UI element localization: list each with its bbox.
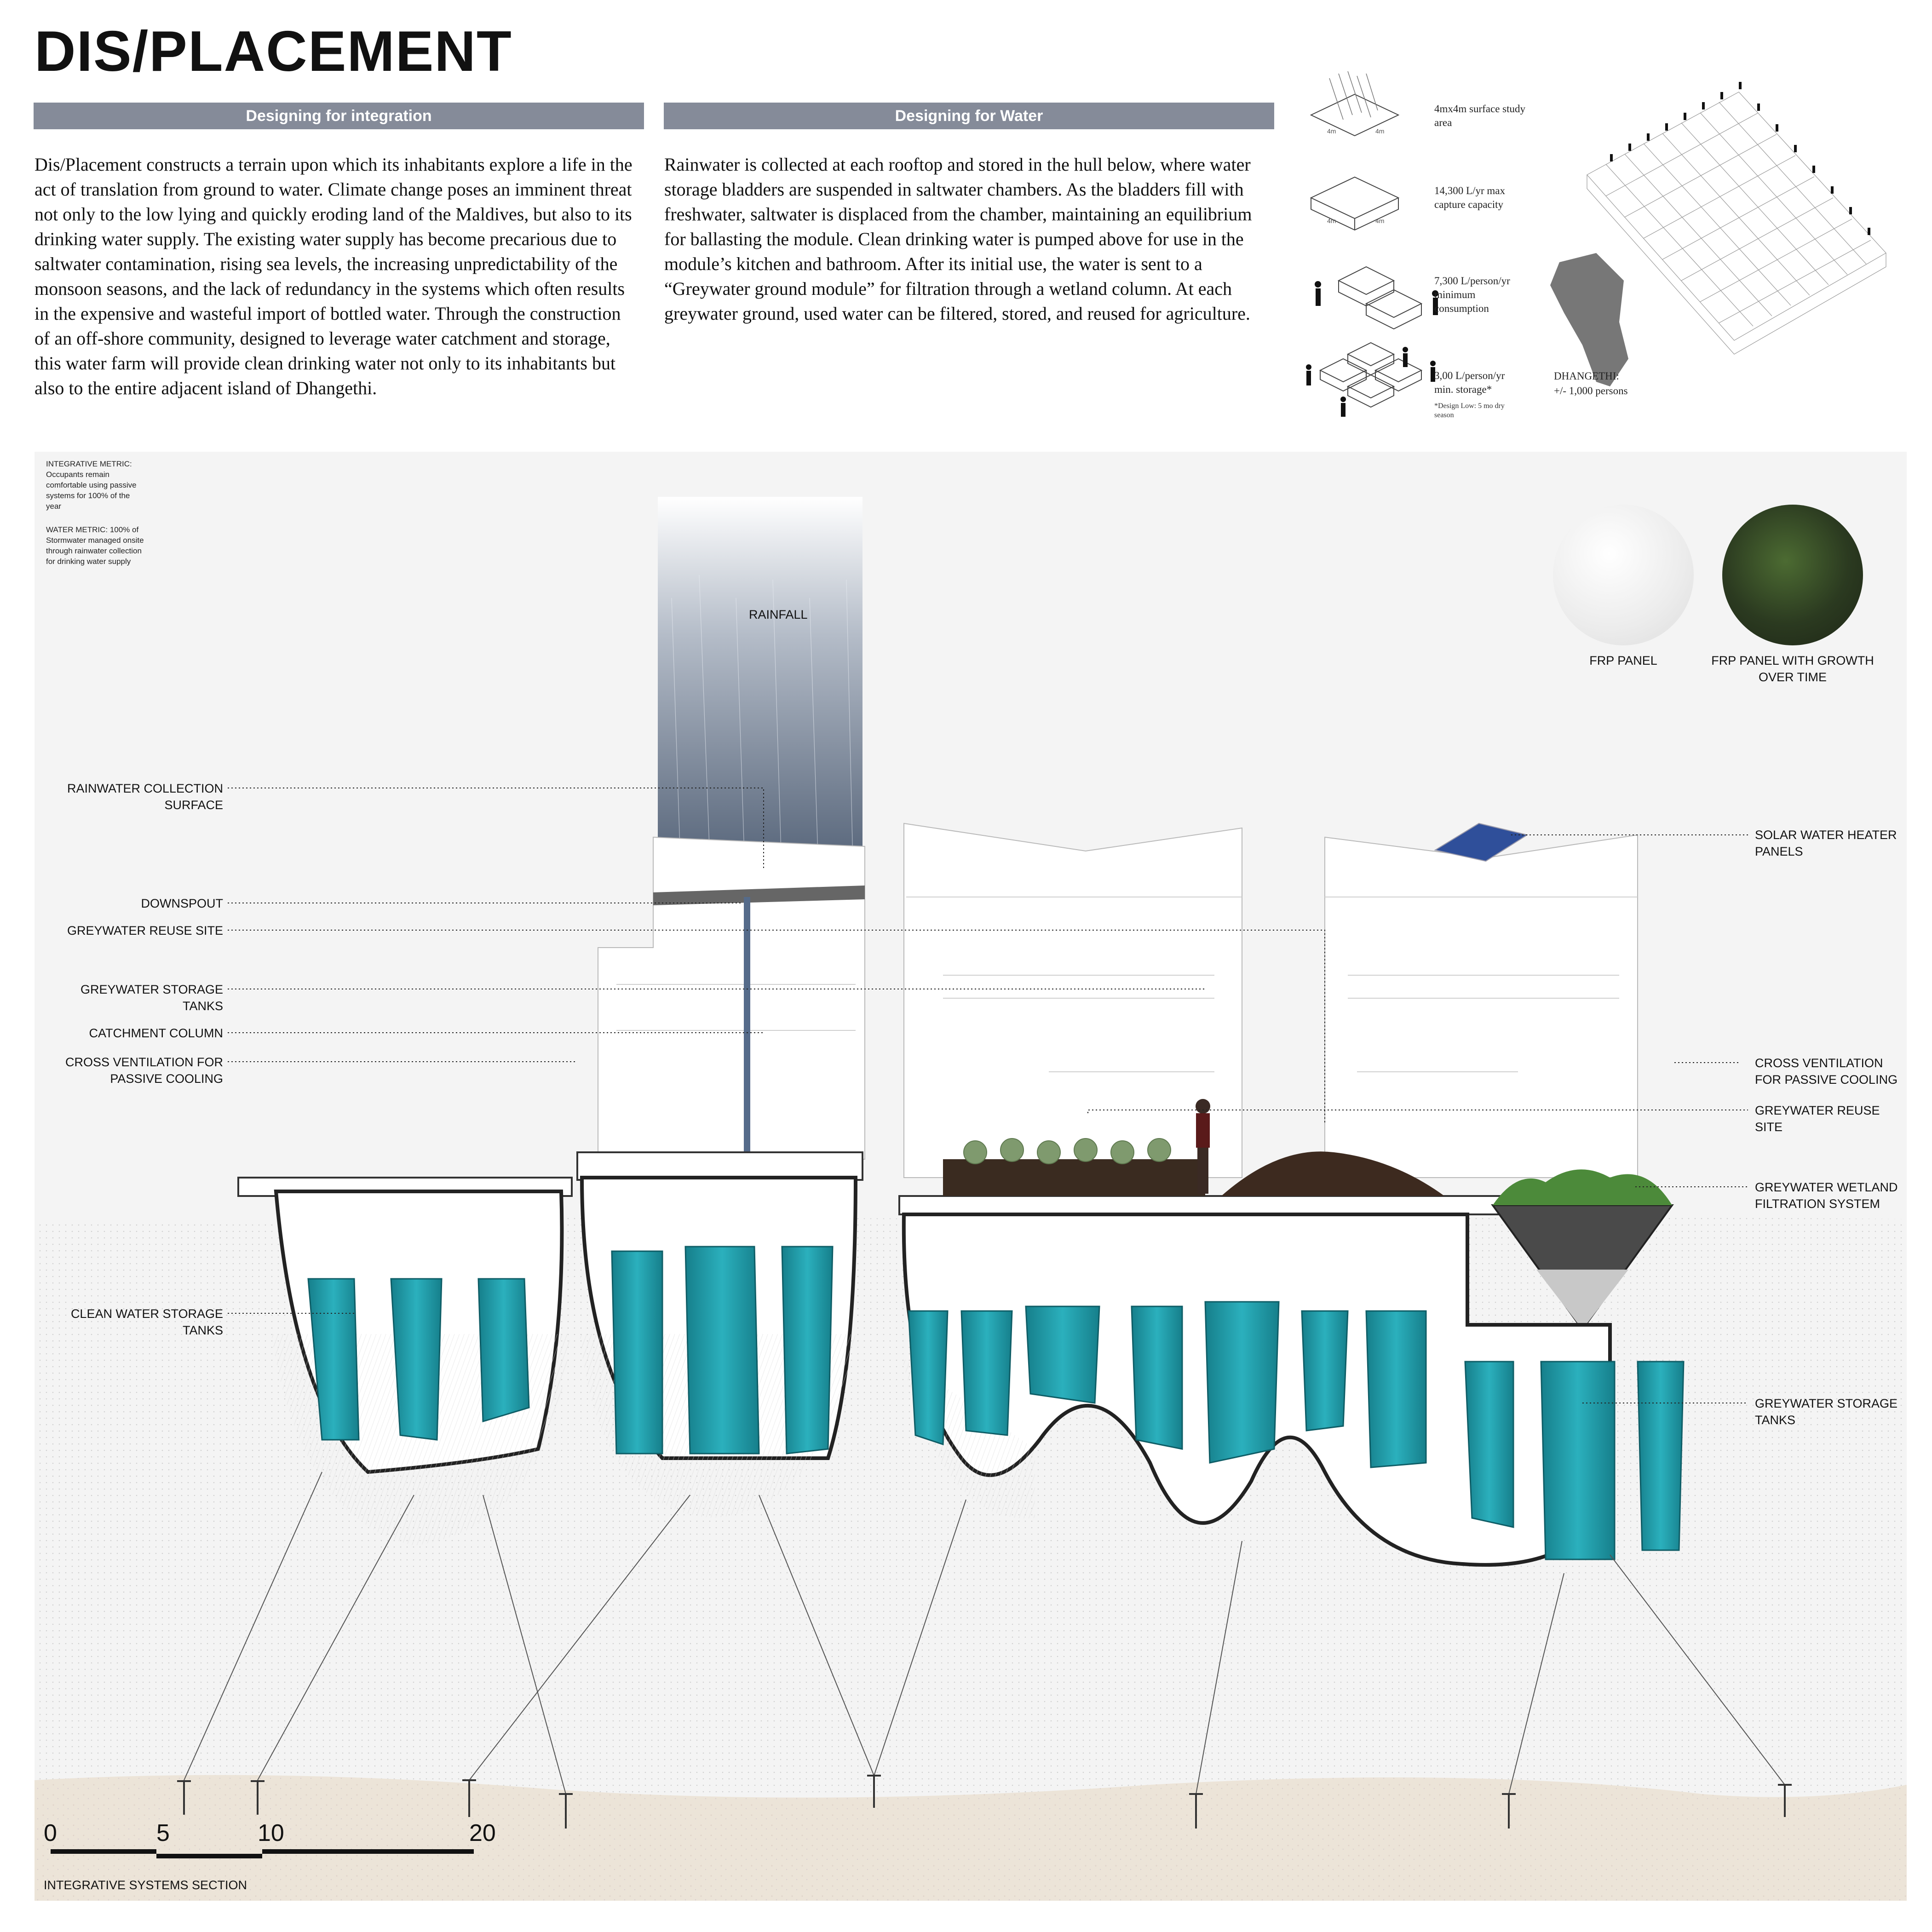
label-wetland-filtration: GREYWATER WETLAND FILTRATION SYSTEM	[1755, 1180, 1898, 1211]
modules-upper	[598, 822, 1638, 1178]
integrative-metric: INTEGRATIVE METRIC: Occupants remain com…	[46, 460, 137, 511]
island-name: DHANGETHI:	[1554, 370, 1619, 382]
collection-surface	[653, 886, 865, 905]
catchment-column	[744, 897, 750, 1191]
label-solar-panels: SOLAR WATER HEATER PANELS	[1755, 828, 1897, 858]
island-population: +/- 1,000 persons	[1554, 385, 1628, 397]
rainfall-column	[658, 497, 862, 892]
label-catchment-column: CATCHMENT COLUMN	[89, 1026, 223, 1040]
dim-label: 4m	[1327, 217, 1336, 224]
frp-growth-label: FRP PANEL WITH GROWTH OVER TIME	[1711, 654, 1874, 684]
capacity-diagram: 4m 4m 4m 4m	[1306, 71, 1886, 417]
water-paragraph: Rainwater is collected at each rooftop a…	[664, 154, 1252, 324]
scale-tick: 5	[156, 1820, 170, 1846]
scale-tick: 10	[258, 1820, 284, 1846]
label-downspout: DOWNSPOUT	[141, 897, 224, 910]
water-bladders	[307, 1246, 1685, 1560]
island-shape	[1550, 253, 1628, 386]
deck-right	[898, 1195, 1613, 1215]
leader-lines	[228, 788, 1748, 1403]
label-clean-water-tanks: CLEAN WATER STORAGE TANKS	[70, 1307, 223, 1337]
dim-label: 4m	[1375, 127, 1384, 135]
integration-paragraph: Dis/Placement constructs a terrain upon …	[34, 154, 632, 398]
soil-mound	[1221, 1151, 1444, 1196]
header-integration: Designing for integration	[34, 103, 644, 129]
stat-surface: 4mx4m surface study area	[1434, 103, 1526, 128]
scale-tick: 20	[469, 1820, 496, 1846]
deck-center	[576, 1151, 863, 1181]
module-grid	[1587, 92, 1886, 355]
frp-panel-label: FRP PANEL	[1589, 654, 1657, 667]
section-caption: INTEGRATIVE SYSTEMS SECTION	[44, 1878, 247, 1892]
label-greywater-reuse-right: GREYWATER REUSE SITE	[1755, 1104, 1880, 1134]
planter	[943, 1159, 1205, 1196]
header-water: Designing for Water	[664, 103, 1274, 129]
dim-label: 4m	[1375, 217, 1384, 224]
frp-growth-swatch	[1722, 505, 1863, 645]
label-cross-ventilation-left: CROSS VENTILATION FOR PASSIVE COOLING	[65, 1055, 223, 1086]
stat-storage-note: *Design Low: 5 mo dry season	[1434, 402, 1505, 419]
stat-consumption: 7,300 L/person/yr minimum consumption	[1434, 275, 1510, 314]
dim-label: 4m	[1327, 127, 1336, 135]
scale-tick: 0	[44, 1820, 57, 1846]
rainfall-label: RAINFALL	[749, 608, 808, 621]
label-rainwater-collection: RAINWATER COLLECTION SURFACE	[67, 782, 223, 812]
label-greywater-storage-right: GREYWATER STORAGE TANKS	[1755, 1397, 1898, 1427]
frp-panel-swatch	[1553, 505, 1694, 645]
mooring-lines	[184, 1472, 1785, 1794]
sea-bed	[34, 1775, 1907, 1901]
page-title: DIS/PLACEMENT	[34, 20, 512, 83]
water-metric: WATER METRIC: 100% of Stormwater managed…	[46, 525, 144, 566]
anchors	[177, 1775, 1792, 1828]
stat-capture: 14,300 L/yr max capture capacity	[1434, 185, 1505, 210]
gardener-figure	[1196, 1099, 1210, 1194]
label-cross-ventilation-right: CROSS VENTILATION FOR PASSIVE COOLING	[1755, 1056, 1898, 1087]
label-greywater-storage-left: GREYWATER STORAGE TANKS	[80, 983, 223, 1013]
label-greywater-reuse-left: GREYWATER REUSE SITE	[67, 924, 223, 937]
scale-bar	[51, 1849, 474, 1858]
wetland-plants	[1493, 1169, 1672, 1205]
stat-storage: 3,00 L/person/yr min. storage*	[1434, 370, 1505, 395]
